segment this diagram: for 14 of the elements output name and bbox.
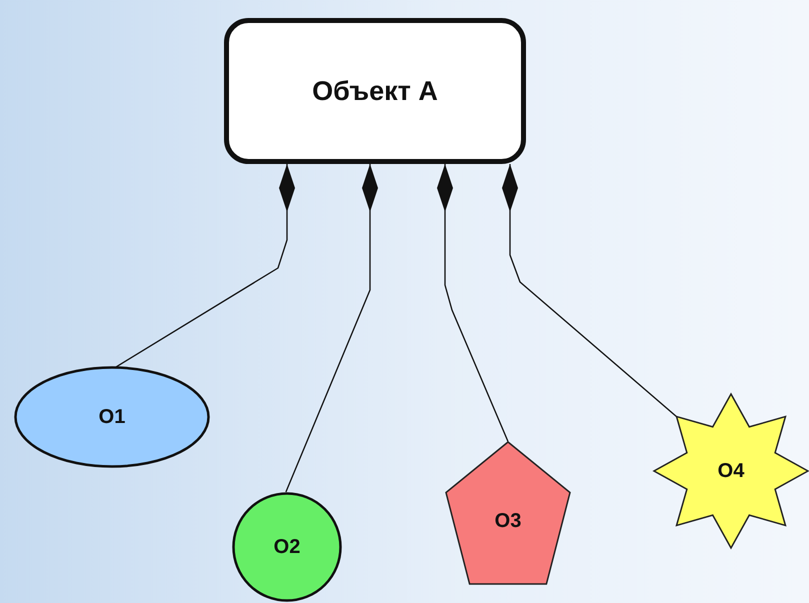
node-label: O1 [98, 406, 126, 428]
composition-connector [285, 164, 378, 492]
pentagon-node [444, 440, 572, 586]
composition-connector [437, 164, 509, 442]
composition-connector [116, 164, 295, 368]
node-label: Объект А [312, 76, 438, 106]
star-node [654, 394, 808, 548]
node-label: O4 [718, 460, 744, 482]
node-label: O2 [274, 536, 300, 558]
composition-connector [502, 164, 678, 418]
circle-node [232, 492, 342, 602]
ellipse-node [14, 366, 210, 468]
object-box [224, 18, 526, 164]
node-label: O3 [494, 510, 522, 532]
